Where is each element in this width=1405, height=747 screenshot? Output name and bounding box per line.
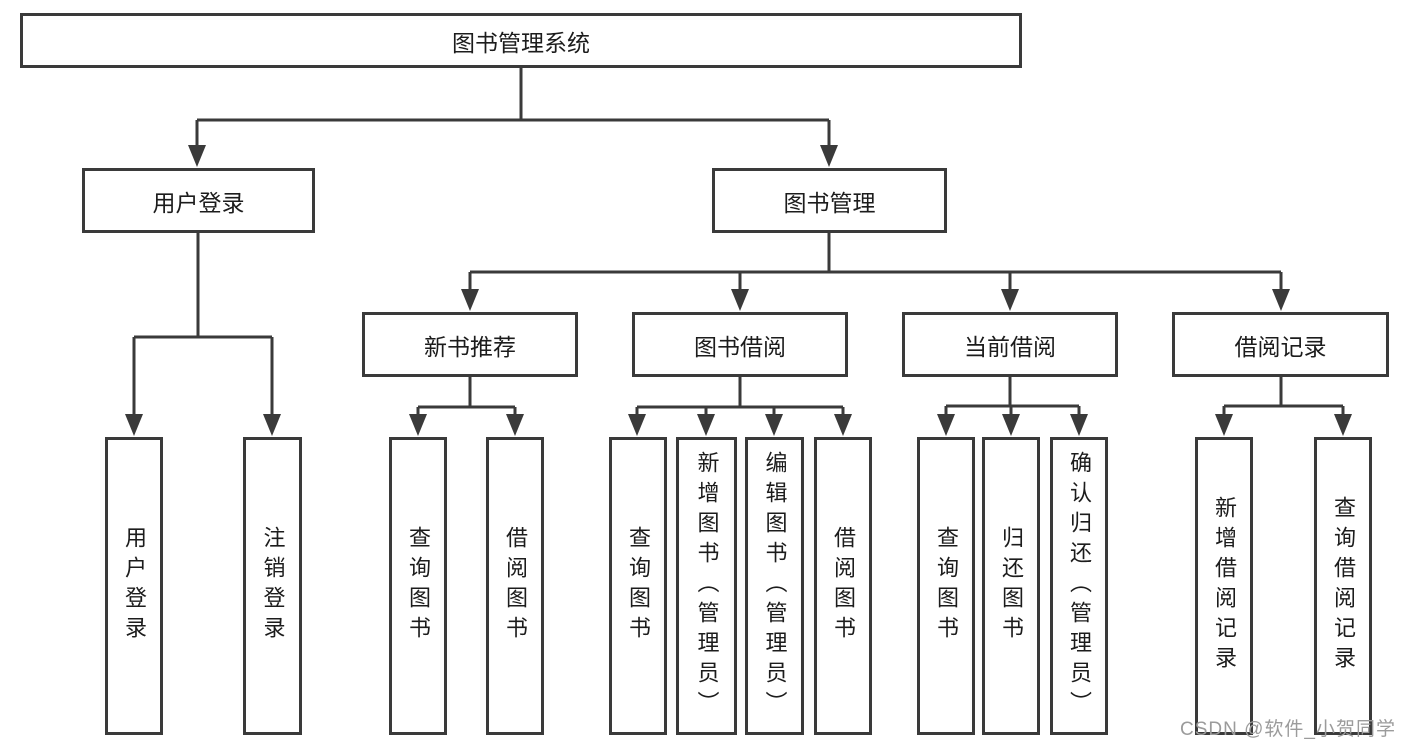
connector-user-login-children xyxy=(132,233,274,416)
arrowhead xyxy=(765,414,783,436)
arrowhead xyxy=(125,414,143,436)
arrowhead xyxy=(263,414,281,436)
arrowhead xyxy=(1002,414,1020,436)
leaf-logout: 注销登录 xyxy=(243,437,302,735)
leaf-borrow-books: 借阅图书 xyxy=(814,437,872,735)
leaf-return-books: 归还图书 xyxy=(982,437,1040,735)
node-label: 图书借阅 xyxy=(694,333,786,360)
node-label: 当前借阅 xyxy=(964,333,1056,360)
leaf-query-books-recommend: 查询图书 xyxy=(389,437,447,735)
node-label: 编辑图书（管理员） xyxy=(762,451,788,721)
leaf-borrow-books-recommend: 借阅图书 xyxy=(486,437,544,735)
arrowhead xyxy=(188,145,206,167)
node-label: 新增借阅记录 xyxy=(1212,496,1237,676)
node-label: 用户登录 xyxy=(152,189,245,216)
connector-new-book-children xyxy=(416,377,517,416)
node-label: 查询图书 xyxy=(406,526,431,646)
node-label: 新书推荐 xyxy=(424,333,516,360)
node-label: 新增图书（管理员） xyxy=(694,451,720,721)
node-label: 图书管理系统 xyxy=(452,29,590,56)
node-label: 注销登录 xyxy=(260,526,286,646)
node-label: 借阅记录 xyxy=(1234,333,1327,360)
arrowhead xyxy=(628,414,646,436)
node-label: 查询图书 xyxy=(934,526,959,646)
arrowhead xyxy=(461,289,479,311)
arrowhead xyxy=(1334,414,1352,436)
node-book-management: 图书管理 xyxy=(712,168,947,233)
node-current-borrowing: 当前借阅 xyxy=(902,312,1118,377)
node-label: 用户登录 xyxy=(122,526,147,646)
arrowhead xyxy=(820,145,838,167)
connector-book-borrowing-children xyxy=(635,377,845,416)
node-user-login: 用户登录 xyxy=(82,168,315,233)
node-label: 借阅图书 xyxy=(503,526,528,646)
csdn-watermark: CSDN @软件_小贺同学 xyxy=(1180,719,1396,740)
leaf-add-borrow-record: 新增借阅记录 xyxy=(1195,437,1253,735)
node-book-borrowing: 图书借阅 xyxy=(632,312,848,377)
node-borrow-records: 借阅记录 xyxy=(1172,312,1389,377)
node-label: 查询图书 xyxy=(626,526,651,646)
node-root-system: 图书管理系统 xyxy=(20,13,1022,68)
arrowhead xyxy=(1272,289,1290,311)
node-new-book-recommend: 新书推荐 xyxy=(362,312,578,377)
arrowhead xyxy=(731,289,749,311)
arrowhead xyxy=(697,414,715,436)
leaf-confirm-return-admin: 确认归还（管理员） xyxy=(1050,437,1108,735)
arrowhead xyxy=(409,414,427,436)
connector-root-to-level2 xyxy=(195,68,831,147)
leaf-query-borrow-record: 查询借阅记录 xyxy=(1314,437,1372,735)
arrowhead xyxy=(1215,414,1233,436)
leaf-add-books-admin: 新增图书（管理员） xyxy=(676,437,737,735)
arrowhead xyxy=(506,414,524,436)
connector-book-management-children xyxy=(468,233,1283,291)
node-label: 查询借阅记录 xyxy=(1331,496,1356,676)
leaf-query-books-current: 查询图书 xyxy=(917,437,975,735)
arrowhead xyxy=(937,414,955,436)
arrowhead xyxy=(1070,414,1088,436)
node-label: 图书管理 xyxy=(783,189,876,216)
arrowhead xyxy=(1001,289,1019,311)
connector-borrow-records-children xyxy=(1222,377,1345,416)
connector-current-borrowing-children xyxy=(944,377,1081,416)
leaf-user-login: 用户登录 xyxy=(105,437,163,735)
arrowhead xyxy=(834,414,852,436)
leaf-edit-books-admin: 编辑图书（管理员） xyxy=(745,437,804,735)
node-label: 确认归还（管理员） xyxy=(1067,451,1092,721)
node-label: 归还图书 xyxy=(999,526,1024,646)
leaf-query-books-borrowing: 查询图书 xyxy=(609,437,667,735)
node-label: 借阅图书 xyxy=(831,526,856,646)
